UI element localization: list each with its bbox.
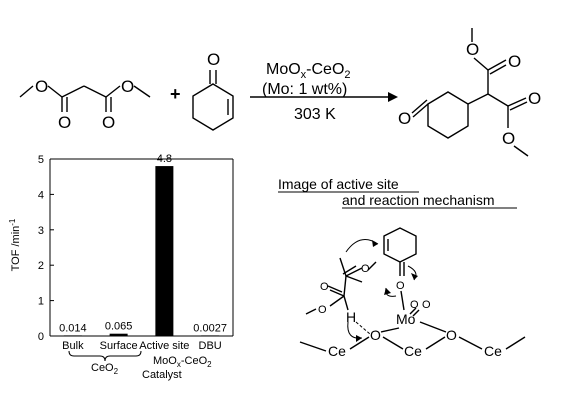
plus-sign: + xyxy=(170,84,181,104)
atom-o: O xyxy=(422,299,431,311)
atom-o: O xyxy=(102,113,115,132)
atom-o: O xyxy=(370,327,381,343)
y-tick-label: 0 xyxy=(38,331,44,343)
atom-o: O xyxy=(398,109,411,128)
annotation-line-1: Image of active site xyxy=(278,176,399,192)
x-axis-label: Catalyst xyxy=(142,369,182,381)
atom-h: H xyxy=(346,309,356,325)
category-label: Bulk xyxy=(62,340,84,352)
annotation-line-2: and reaction mechanism xyxy=(342,192,495,208)
atom-o: O xyxy=(446,327,457,343)
bar-value-label: 0.0027 xyxy=(193,322,227,334)
y-tick-label: 1 xyxy=(38,296,44,308)
bar-bulk xyxy=(63,335,82,336)
y-tick-label: 4 xyxy=(38,189,44,201)
category-label: Surface xyxy=(100,340,138,352)
bar-surface xyxy=(109,333,128,336)
product-structure: O O O O O xyxy=(398,28,541,157)
atom-o: O xyxy=(508,52,521,71)
atom-o: O xyxy=(410,299,419,311)
atom-o: O xyxy=(35,77,48,96)
atom-o: O xyxy=(528,89,541,108)
atom-o: O xyxy=(58,113,71,132)
y-tick-label: 2 xyxy=(38,260,44,272)
y-tick-label: 5 xyxy=(38,154,44,166)
atom-o: O xyxy=(320,281,329,293)
atom-o: O xyxy=(466,40,479,59)
atom-ce: Ce xyxy=(484,343,502,359)
atom-o: O xyxy=(121,77,134,96)
atom-o: O xyxy=(318,304,327,316)
temperature-condition: 303 K xyxy=(294,106,336,123)
atom-o: O xyxy=(396,280,405,292)
category-label: DBU xyxy=(199,340,222,352)
cyclohexenone-structure: O xyxy=(192,50,234,131)
reaction-arrow xyxy=(250,92,398,102)
y-axis-label: TOF /min-1 xyxy=(8,218,22,271)
bar-value-label: 4.8 xyxy=(157,153,172,165)
y-tick-label: 3 xyxy=(38,225,44,237)
loading-condition: (Mo: 1 wt%) xyxy=(262,81,347,98)
ceo2-group-brace xyxy=(68,350,142,362)
catalyst-condition: MoOx-CeO2 xyxy=(266,61,351,81)
atom-o: O xyxy=(361,263,370,275)
bar-dbu xyxy=(201,335,220,336)
atom-o: O xyxy=(207,50,220,69)
ceo2-group-label: CeO2 xyxy=(91,362,119,376)
category-label: Active site xyxy=(139,340,189,352)
bar-value-label: 0.014 xyxy=(59,322,87,334)
atom-mo: Mo xyxy=(396,311,416,327)
atom-ce: Ce xyxy=(404,343,422,359)
bar-active-site xyxy=(155,166,174,336)
bar-value-label: 0.065 xyxy=(105,321,133,333)
dimethyl-malonate-structure: O O O O xyxy=(19,77,151,132)
atom-ce: Ce xyxy=(328,343,346,359)
mechanism-diagram: O O O O H Mo O O O O Ce Ce xyxy=(299,227,526,359)
active-site-sublabel: MoOx-CeO2 xyxy=(153,355,212,369)
atom-o: O xyxy=(502,129,515,148)
